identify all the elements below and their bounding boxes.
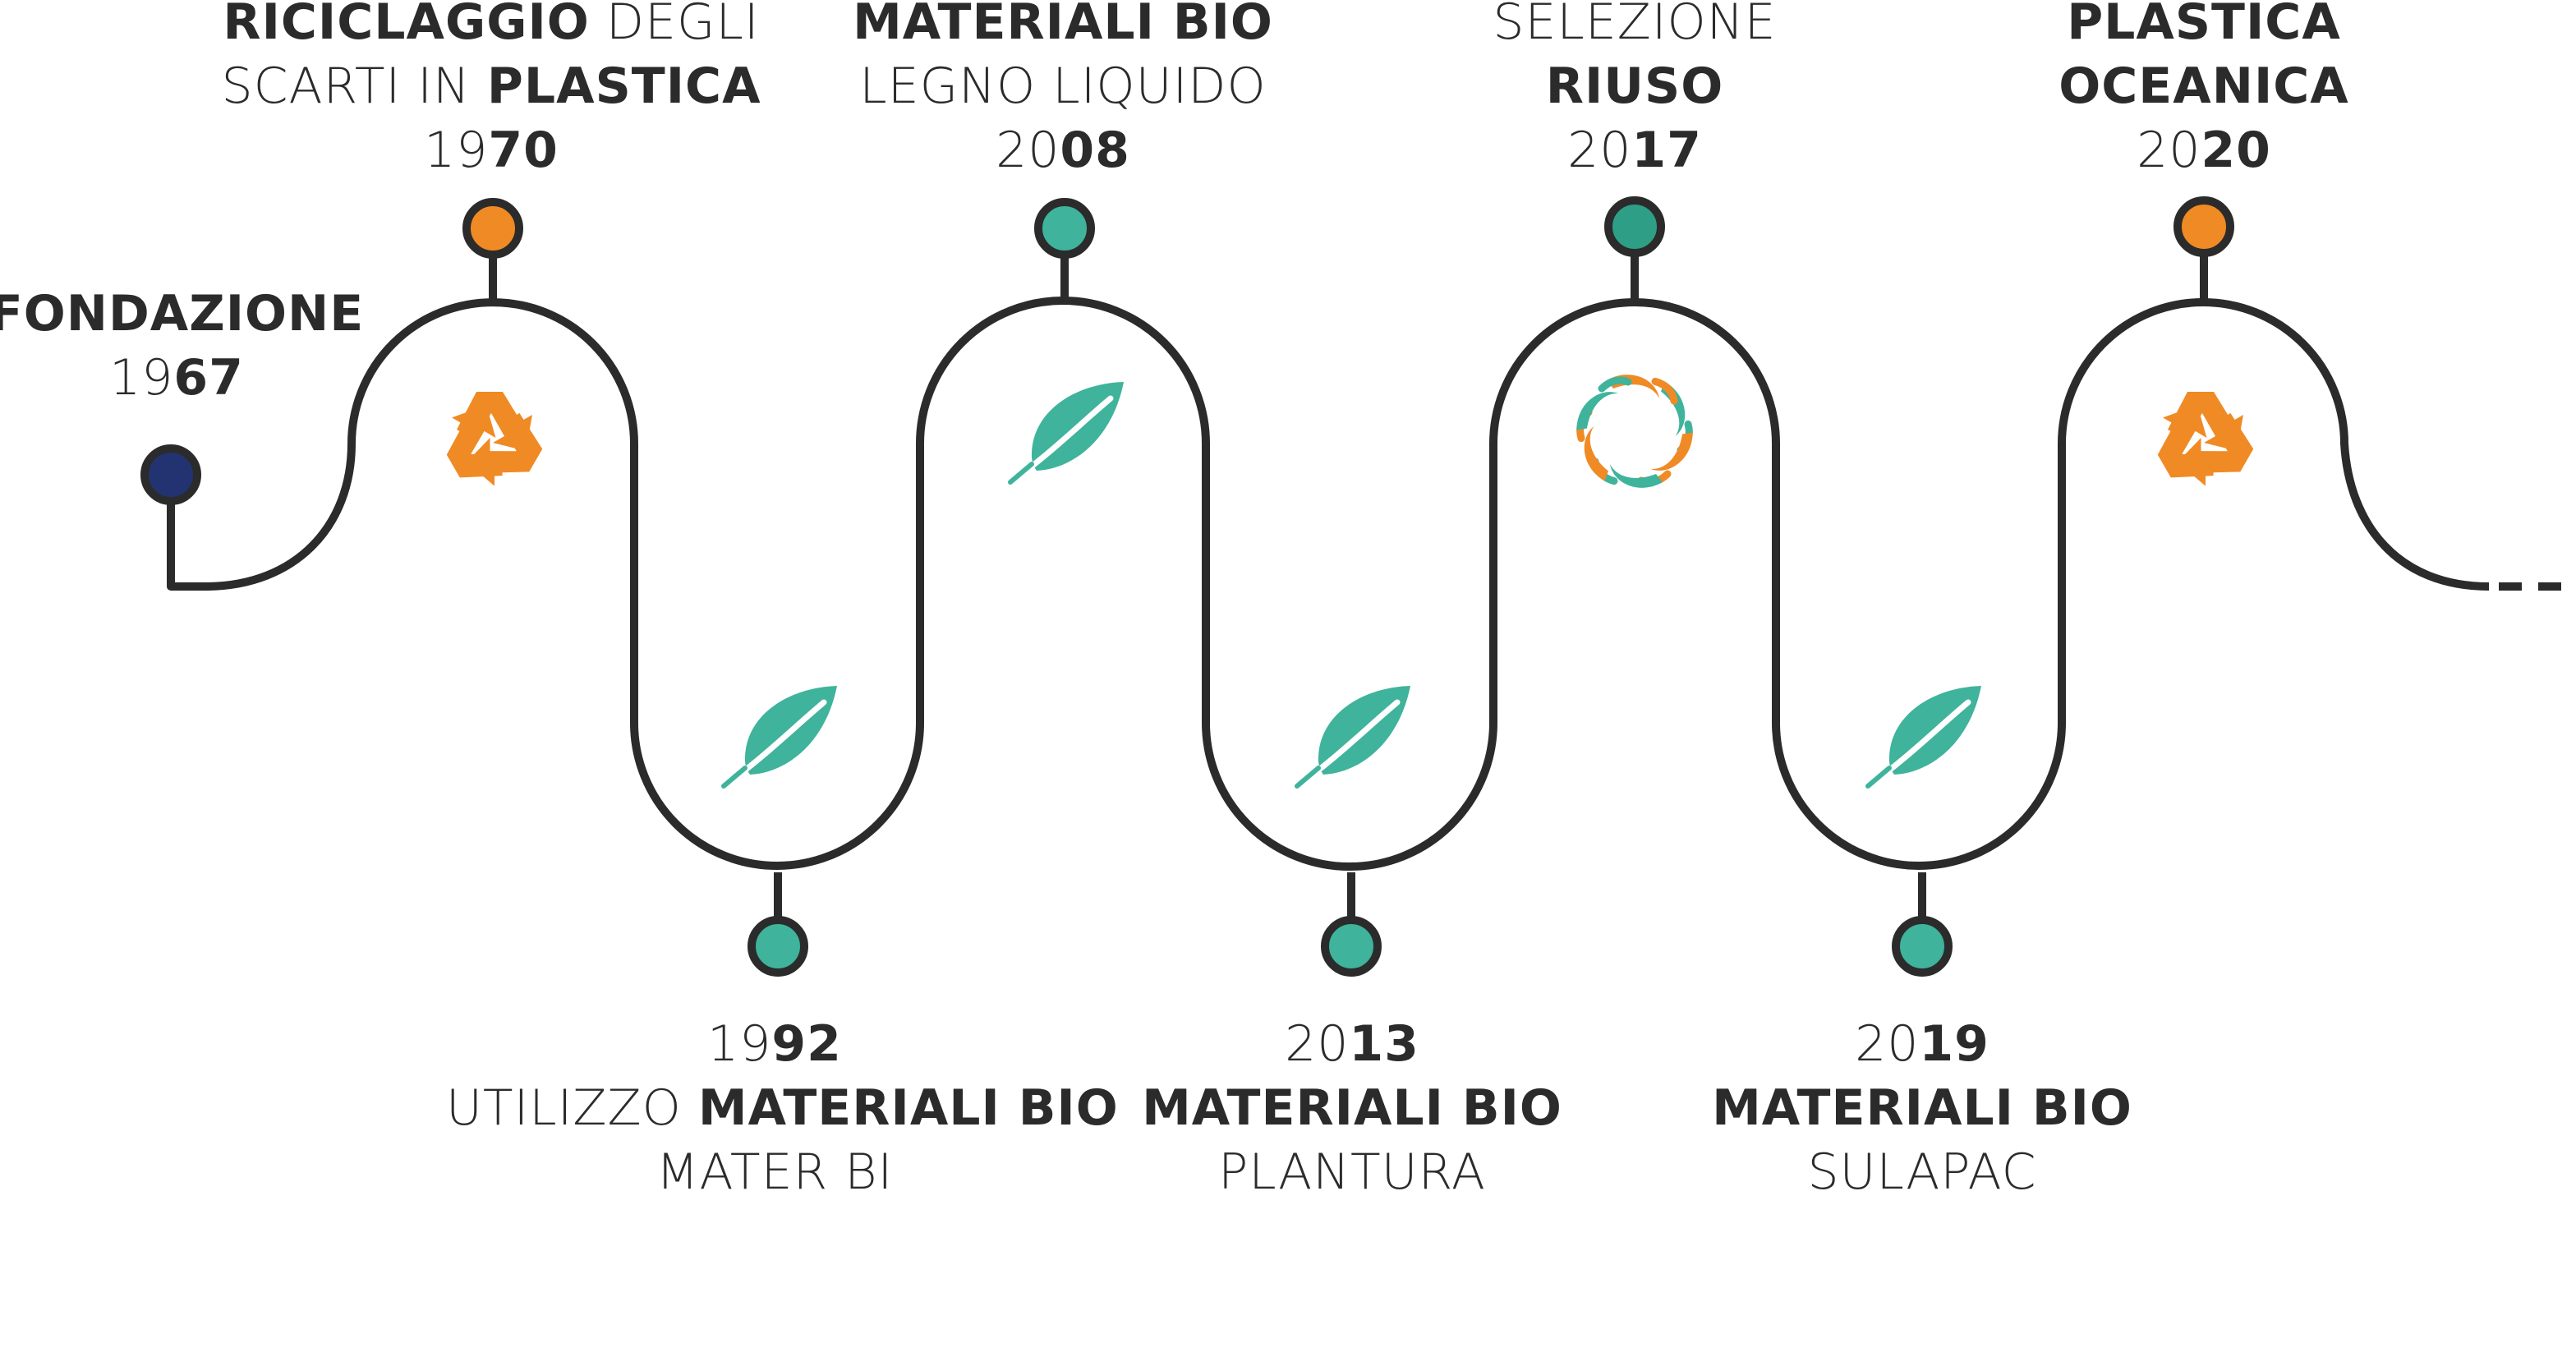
label-bold-text: MATERIALI BIO [853, 0, 1273, 51]
label-text: 19 [109, 349, 174, 407]
milestone-label-line: MATERIALI BIO [1024, 1076, 1681, 1140]
milestone-dot-2020 [2174, 196, 2234, 257]
milestone-label-line: SELEZIONE [1306, 0, 1963, 54]
milestone-label-line: UTILIZZO MATERIALI BIO [446, 1076, 1118, 1140]
milestone-label-line: MATERIALI BIO [1594, 1076, 2251, 1140]
timeline-track [167, 297, 2490, 871]
milestone-label-line: FONDAZIONE [0, 282, 505, 346]
label-text: 19 [707, 1015, 772, 1073]
milestone-dot-2008 [1034, 198, 1095, 259]
label-bold-text: RICICLAGGIO [223, 0, 590, 51]
label-text: LEGNO LIQUIDO [859, 57, 1267, 115]
label-text: MATER BI [656, 1143, 894, 1201]
label-text: 20 [2137, 122, 2201, 179]
label-text: 20 [996, 122, 1060, 179]
label-bold-text: 08 [1060, 122, 1130, 179]
label-bold-text: OCEANICA [2058, 57, 2349, 115]
label-bold-text: 92 [771, 1015, 842, 1073]
milestone-dot-1970 [462, 198, 523, 259]
reuse-star-icon [1576, 375, 1693, 488]
label-bold-text: MATERIALI BIO [1712, 1079, 2132, 1137]
label-bold-text: RIUSO [1545, 57, 1724, 115]
milestone-label-line: 1992 [446, 1012, 1103, 1076]
leaf-icon [1865, 686, 1981, 789]
milestone-label-line: MATERIALI BIO [734, 0, 1392, 54]
milestone-label-line: LEGNO LIQUIDO [734, 54, 1392, 118]
label-bold-text: 70 [488, 122, 559, 179]
milestone-label-line: PLASTICA [1875, 0, 2532, 54]
milestone-label-line: 2017 [1306, 118, 1963, 182]
milestone-label-line: RIUSO [1306, 54, 1963, 118]
milestone-dot-fondazione [140, 444, 201, 505]
label-text: DEGLI [589, 0, 760, 51]
label-bold-text: MATERIALI BIO [697, 1079, 1119, 1137]
milestone-label-line: SULAPAC [1594, 1140, 2251, 1204]
label-bold-text: 19 [1919, 1015, 1990, 1073]
milestone-dot-2019 [1892, 916, 1953, 977]
leaf-icon [1294, 686, 1410, 789]
milestone-dot-1992 [748, 916, 808, 977]
label-text: SCARTI IN [221, 57, 487, 115]
milestone-label-line: 1967 [0, 346, 505, 410]
label-text: 20 [1285, 1015, 1350, 1073]
milestone-label-line: 2019 [1594, 1012, 2251, 1076]
milestone-label-line: MATER BI [446, 1140, 1103, 1204]
label-text: UTILIZZO [446, 1079, 698, 1137]
label-text: SELEZIONE [1493, 0, 1777, 51]
label-text: SULAPAC [1807, 1143, 2037, 1201]
label-bold-text: 20 [2201, 122, 2271, 179]
milestone-label-line: 2020 [1875, 118, 2532, 182]
milestone-label-line: 1970 [163, 118, 820, 182]
leaf-icon [1007, 382, 1124, 485]
milestone-label-line: 2008 [734, 118, 1392, 182]
label-text: 19 [424, 122, 489, 179]
milestone-dot-2017 [1604, 196, 1665, 257]
milestone-label-line: OCEANICA [1875, 54, 2532, 118]
label-bold-text: PLASTICA [486, 57, 761, 115]
milestone-label-line: 2013 [1024, 1012, 1681, 1076]
label-text: 20 [1567, 122, 1632, 179]
recycle-icon [2157, 392, 2254, 486]
milestone-label-line: SCARTI IN PLASTICA [163, 54, 820, 118]
recycle-icon [446, 392, 543, 486]
leaf-icon [720, 686, 837, 789]
label-bold-text: PLASTICA [2067, 0, 2341, 51]
milestone-label-line: RICICLAGGIO DEGLI [163, 0, 820, 54]
label-text: 20 [1855, 1015, 1920, 1073]
milestone-dot-2013 [1321, 916, 1382, 977]
label-bold-text: 17 [1631, 122, 1702, 179]
label-bold-text: MATERIALI BIO [1142, 1079, 1562, 1137]
label-bold-text: 67 [173, 349, 244, 407]
label-bold-text: FONDAZIONE [0, 285, 365, 343]
label-text: PLANTURA [1218, 1143, 1486, 1201]
label-bold-text: 13 [1349, 1015, 1419, 1073]
milestone-label-line: PLANTURA [1024, 1140, 1681, 1204]
